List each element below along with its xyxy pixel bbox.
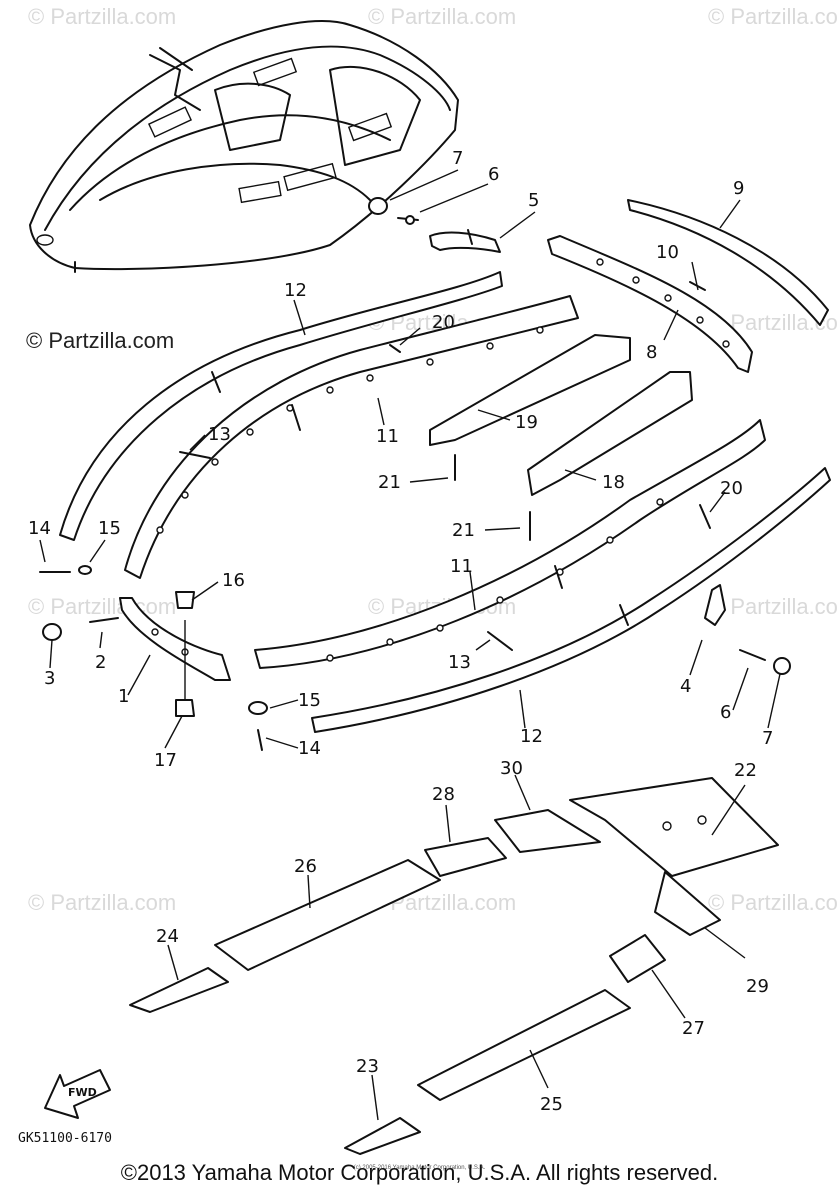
callout-11-left: 11	[376, 426, 399, 447]
callout-15-right: 15	[298, 690, 321, 711]
leader-lines	[39, 169, 781, 1121]
callout-10: 10	[656, 242, 679, 263]
callout-16: 16	[222, 570, 245, 591]
watermark-top-left: © Partzilla.com	[28, 4, 176, 29]
callout-4: 4	[680, 676, 691, 697]
fwd-label: FWD	[68, 1086, 97, 1099]
callout-7: 7	[452, 148, 463, 169]
watermark-row3-left: © Partzilla.com	[28, 594, 176, 619]
callout-21-lower: 21	[452, 520, 475, 541]
callout-18: 18	[602, 472, 625, 493]
part-rail-right	[254, 419, 766, 669]
callout-labels: 7 6 5 9 10 8 12 20 11 19 13 21 18 20 21 …	[28, 148, 773, 1115]
callout-7-right: 7	[762, 728, 773, 749]
callout-20-left: 20	[432, 312, 455, 333]
callout-6: 6	[488, 164, 499, 185]
fwd-arrow: FWD	[44, 1069, 111, 1119]
callout-6-right: 6	[720, 702, 731, 723]
watermark-top-right: © Partzilla.com	[708, 4, 839, 29]
callout-24: 24	[156, 926, 179, 947]
callout-22: 22	[734, 760, 757, 781]
watercraft-illustration	[29, 20, 459, 273]
part-trim-19	[429, 334, 631, 446]
callout-21-upper: 21	[378, 472, 401, 493]
part-side-strip-left	[59, 271, 503, 541]
callout-1: 1	[118, 686, 129, 707]
callout-13-right: 13	[448, 652, 471, 673]
callout-25: 25	[540, 1094, 563, 1115]
callout-14-left: 14	[28, 518, 51, 539]
callout-17: 17	[154, 750, 177, 771]
callout-19: 19	[515, 412, 538, 433]
callout-12-right: 12	[520, 726, 543, 747]
callout-8: 8	[646, 342, 657, 363]
callout-23: 23	[356, 1056, 379, 1077]
watermark-layer: © Partzilla.com © Partzilla.com © Partzi…	[28, 4, 839, 915]
part-bracket-upper	[368, 197, 501, 253]
watermark-row4-left: © Partzilla.com	[28, 890, 176, 915]
callout-30: 30	[500, 758, 523, 779]
callout-15-left: 15	[98, 518, 121, 539]
callout-29: 29	[746, 976, 769, 997]
watermark-row4-right: © Partzilla.com	[708, 890, 839, 915]
callout-28: 28	[432, 784, 455, 805]
watermark-top-center: © Partzilla.com	[368, 4, 516, 29]
callout-2: 2	[95, 652, 106, 673]
callout-13-left: 13	[208, 424, 231, 445]
part-side-strip-right	[311, 467, 831, 733]
part-trim-18	[527, 371, 693, 496]
diagram-code: GK51100-6170	[18, 1131, 112, 1146]
callout-11-right: 11	[450, 556, 473, 577]
callout-5: 5	[528, 190, 539, 211]
callout-9: 9	[733, 178, 744, 199]
callout-20-right: 20	[720, 478, 743, 499]
callout-26: 26	[294, 856, 317, 877]
copyright-notice: ©2013 Yamaha Motor Corporation, U.S.A. A…	[120, 1160, 719, 1185]
side-watermark: © Partzilla.com	[26, 328, 175, 353]
part-fasteners	[39, 344, 791, 751]
watermark-row3-right: © Partzilla.com	[708, 594, 839, 619]
part-rear-strip	[627, 199, 829, 326]
callout-27: 27	[682, 1018, 705, 1039]
mat-pads	[129, 777, 779, 1155]
callout-12-left: 12	[284, 280, 307, 301]
part-rear-rail	[547, 235, 753, 373]
callout-3: 3	[44, 668, 55, 689]
callout-14-right: 14	[298, 738, 321, 759]
part-rail-left	[124, 295, 579, 579]
tiny-copyright: (c) 2005-2016 Yamaha Motor Corporation, …	[353, 1165, 486, 1171]
